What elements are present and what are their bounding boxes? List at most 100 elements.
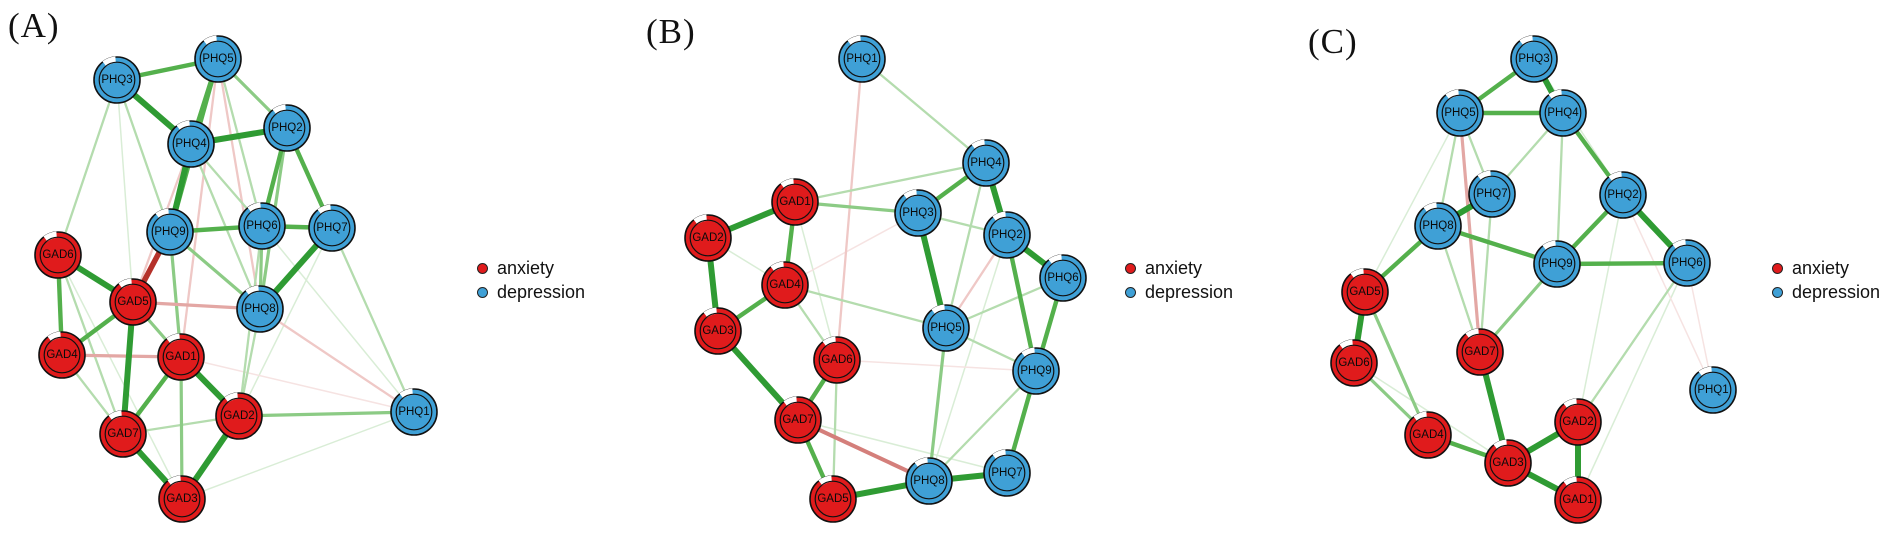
node-A-PHQ5: PHQ5 <box>194 35 242 83</box>
node-circle <box>962 139 1010 187</box>
node-inner-ring <box>241 290 279 328</box>
node-B-GAD6: GAD6 <box>813 336 861 384</box>
panel-label-a: (A) <box>8 6 60 45</box>
node-circle <box>771 178 819 226</box>
node-inner-ring <box>220 397 258 435</box>
node-ring-notch <box>247 202 262 213</box>
node-inner-ring <box>313 209 351 247</box>
edge-B-GAD1-GAD6 <box>794 201 838 361</box>
node-circle <box>761 261 809 309</box>
node-circle <box>158 475 206 523</box>
node-circle <box>1330 339 1378 387</box>
legend-label-depression: depression <box>497 282 586 302</box>
node-A-GAD2: GAD2 <box>215 392 263 440</box>
node-label: PHQ4 <box>1547 107 1579 119</box>
node-inner-ring <box>1346 273 1384 311</box>
node-circle <box>1484 439 1532 487</box>
node-ring-notch <box>1519 35 1534 46</box>
anxiety-dot-icon <box>1772 262 1783 274</box>
node-A-PHQ8: PHQ8 <box>236 285 284 333</box>
node-C-PHQ4: PHQ4 <box>1539 89 1587 137</box>
node-A-GAD4: GAD4 <box>38 331 86 379</box>
node-C-PHQ2: PHQ2 <box>1599 171 1647 219</box>
node-ring-notch <box>1339 339 1354 350</box>
node-label: PHQ1 <box>1697 384 1728 396</box>
node-B-PHQ6: PHQ6 <box>1039 254 1087 302</box>
node-label: PHQ9 <box>154 226 185 238</box>
node-C-PHQ8: PHQ8 <box>1414 202 1462 250</box>
panel-label-b: (B) <box>646 12 696 51</box>
node-C-PHQ3: PHQ3 <box>1510 35 1558 83</box>
node-inner-ring <box>43 336 81 374</box>
node-label: PHQ9 <box>1020 365 1051 377</box>
node-ring-notch <box>1413 411 1428 422</box>
node-circle <box>34 231 82 279</box>
panel-label-c: (C) <box>1308 22 1358 61</box>
node-label: GAD5 <box>117 296 148 308</box>
node-circle <box>1689 366 1737 414</box>
node-circle <box>1039 254 1087 302</box>
node-B-GAD2: GAD2 <box>684 214 732 262</box>
node-B-GAD3: GAD3 <box>694 307 742 355</box>
node-inner-ring <box>1559 481 1597 519</box>
node-label: GAD4 <box>1412 429 1444 441</box>
node-ring-notch <box>1423 202 1438 213</box>
node-inner-ring <box>199 40 237 78</box>
node-circle <box>1456 328 1504 376</box>
node-ring-notch <box>703 307 718 318</box>
node-inner-ring <box>104 415 142 453</box>
node-label: PHQ3 <box>101 74 132 86</box>
node-label: GAD3 <box>702 325 733 337</box>
node-label: GAD2 <box>223 410 254 422</box>
node-inner-ring <box>1668 244 1706 282</box>
edge-B-GAD6-PHQ9 <box>836 359 1037 372</box>
node-B-PHQ9: PHQ9 <box>1012 347 1060 395</box>
node-ring-notch <box>847 35 862 46</box>
node-inner-ring <box>899 194 937 232</box>
edge-B-PHQ8-PHQ2 <box>928 234 1008 482</box>
edge-A-PHQ5-GAD1 <box>179 57 220 359</box>
node-ring-notch <box>992 449 1007 460</box>
node-inner-ring <box>151 213 189 251</box>
node-ring-notch <box>43 231 58 242</box>
node-circle <box>167 120 215 168</box>
node-B-PHQ7: PHQ7 <box>983 449 1031 497</box>
node-ring-notch <box>317 204 332 215</box>
node-circle <box>894 189 942 237</box>
node-circle <box>1436 89 1484 137</box>
node-inner-ring <box>1017 352 1055 390</box>
node-label: GAD5 <box>817 493 848 505</box>
node-B-GAD5: GAD5 <box>809 475 857 523</box>
node-A-GAD6: GAD6 <box>34 231 82 279</box>
node-label: GAD6 <box>42 249 73 261</box>
node-A-PHQ2: PHQ2 <box>263 104 311 152</box>
node-label: PHQ3 <box>1518 53 1549 65</box>
edge-C-GAD7-PHQ7 <box>1478 192 1494 354</box>
legend-panel-b: anxiety depression <box>1125 258 1233 302</box>
node-A-PHQ1: PHQ1 <box>390 388 438 436</box>
node-ring-notch <box>47 331 62 342</box>
legend-label-anxiety: anxiety <box>1792 258 1850 278</box>
anxiety-dot-icon <box>477 262 488 274</box>
node-inner-ring <box>163 480 201 518</box>
node-inner-ring <box>1604 176 1642 214</box>
node-C-PHQ9: PHQ9 <box>1533 240 1581 288</box>
node-label: PHQ1 <box>846 53 877 65</box>
edge-C-PHQ6-GAD1 <box>1577 262 1688 501</box>
node-inner-ring <box>1559 403 1597 441</box>
edge-C-PHQ4-PHQ9 <box>1555 111 1565 266</box>
node-label: PHQ5 <box>1444 107 1475 119</box>
legend-label-depression: depression <box>1792 282 1881 302</box>
node-label: GAD6 <box>821 354 852 366</box>
node-label: PHQ8 <box>913 475 944 487</box>
legend-item-depression: depression <box>1125 282 1233 302</box>
node-label: GAD1 <box>1562 494 1593 506</box>
edge-A-PHQ3-GAD5 <box>116 79 134 303</box>
node-B-PHQ2: PHQ2 <box>983 211 1031 259</box>
edge-A-PHQ1-GAD1 <box>180 356 415 413</box>
node-label: PHQ5 <box>930 322 961 334</box>
node-ring-notch <box>822 336 837 347</box>
node-ring-notch <box>914 457 929 468</box>
